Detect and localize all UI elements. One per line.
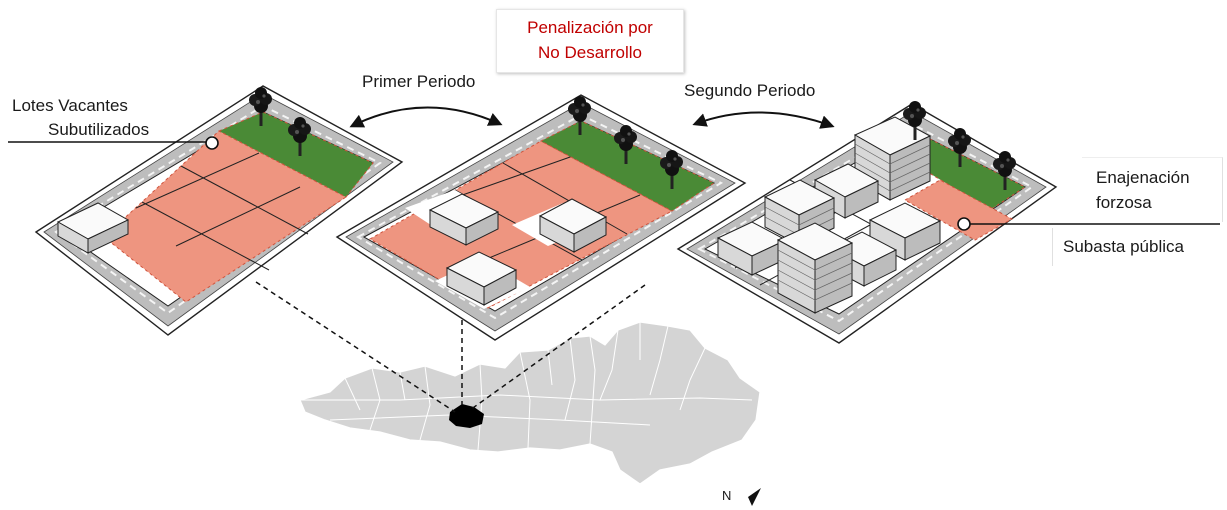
city-map bbox=[299, 321, 761, 485]
penalty-box: Penalización por No Desarrollo bbox=[496, 9, 684, 73]
double-arrow-icon bbox=[349, 106, 503, 128]
auction-box: Subasta pública bbox=[1052, 228, 1221, 266]
label-forced-sale-line2: forzosa bbox=[1096, 193, 1152, 212]
forced-sale-box: Enajenación forzosa bbox=[1082, 157, 1223, 222]
north-arrow-icon bbox=[735, 488, 761, 506]
building-icon bbox=[56, 202, 130, 254]
platform-second-period bbox=[676, 101, 1058, 344]
building-icon bbox=[428, 193, 500, 246]
highlight-district bbox=[449, 404, 484, 428]
building-icon bbox=[538, 198, 608, 253]
platform-vacant-lots bbox=[34, 85, 404, 336]
label-north: N bbox=[722, 488, 732, 503]
label-vacant-lots: Lotes Vacantes bbox=[12, 96, 128, 115]
double-arrow-icon bbox=[692, 111, 835, 129]
label-public-auction: Subasta pública bbox=[1063, 237, 1184, 256]
label-forced-sale-line1: Enajenación bbox=[1096, 168, 1190, 187]
vacant-lot-area bbox=[103, 130, 347, 303]
building-icon bbox=[445, 251, 518, 306]
platform-first-period bbox=[335, 94, 747, 341]
building-icon bbox=[776, 222, 854, 314]
label-first-period: Primer Periodo bbox=[362, 72, 476, 91]
label-penalty-line2: No Desarrollo bbox=[538, 43, 642, 62]
label-underused: Subutilizados bbox=[48, 120, 150, 139]
label-second-period: Segundo Periodo bbox=[684, 81, 816, 100]
forced-sale-lot bbox=[903, 179, 1014, 241]
label-penalty-line1: Penalización por bbox=[527, 18, 653, 37]
green-area bbox=[217, 111, 374, 198]
building-icon bbox=[853, 116, 932, 201]
